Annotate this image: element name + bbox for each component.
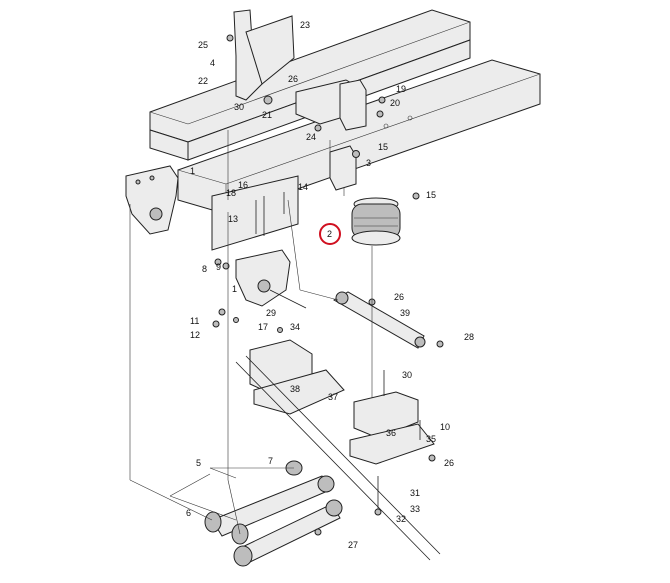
- callout-27: 27: [348, 540, 358, 550]
- callout-4: 4: [210, 58, 215, 68]
- callout-26-top: 26: [288, 74, 298, 84]
- callout-13: 13: [228, 214, 238, 224]
- radius-rod: [332, 291, 426, 349]
- callout-21: 21: [262, 110, 272, 120]
- callout-28-right: 28: [464, 332, 474, 342]
- callout-23: 23: [300, 20, 310, 30]
- callout-19: 19: [396, 84, 406, 94]
- callout-11: 11: [190, 316, 199, 326]
- fasteners: [212, 192, 444, 536]
- axle-seat-left: [249, 339, 345, 415]
- callout-3: 3: [366, 158, 371, 168]
- callout-15-top: 15: [378, 142, 388, 152]
- callout-34: 34: [290, 322, 300, 332]
- callout-1-left: 1: [190, 166, 195, 176]
- callout-32: 32: [396, 514, 406, 524]
- callout-26-mid: 26: [394, 292, 404, 302]
- callout-labels: 23 25 4 22 26 30 21 19 20 24 15 3 1 16 1…: [186, 20, 474, 550]
- callout-20: 20: [390, 98, 400, 108]
- callout-6: 6: [186, 508, 191, 518]
- callout-7: 7: [268, 456, 273, 466]
- callout-1-mid: 1: [232, 284, 237, 294]
- callout-26-low: 26: [444, 458, 454, 468]
- callout-22: 22: [198, 76, 208, 86]
- callout-39: 39: [400, 308, 410, 318]
- callout-29: 29: [266, 308, 276, 318]
- rear-hanger-assembly: [211, 175, 307, 309]
- callout-14: 14: [298, 182, 308, 192]
- callout-16: 16: [238, 180, 248, 190]
- front-hanger: [125, 165, 179, 235]
- air-spring-upper-bracket: [329, 145, 360, 191]
- axle-seat-right: [349, 391, 435, 465]
- callout-31: 31: [410, 488, 420, 498]
- callout-17: 17: [258, 322, 268, 332]
- lower-control-arms: [204, 460, 343, 567]
- callout-9: 9: [216, 262, 221, 272]
- callout-35: 35: [426, 434, 436, 444]
- callout-10: 10: [440, 422, 450, 432]
- callout-2: 2: [327, 229, 332, 239]
- upper-hanger-bracket: [226, 9, 295, 105]
- callout-24: 24: [306, 132, 316, 142]
- selected-part-highlight: [319, 223, 341, 245]
- callout-8: 8: [202, 264, 207, 274]
- callout-30-mid: 30: [402, 370, 412, 380]
- callout-18: 18: [226, 188, 236, 198]
- callout-33: 33: [410, 504, 420, 514]
- air-spring: [351, 197, 401, 246]
- callout-36: 36: [386, 428, 396, 438]
- axle-beam: [235, 355, 441, 561]
- callout-5: 5: [196, 458, 201, 468]
- callout-12: 12: [190, 330, 200, 340]
- callout-37: 37: [328, 392, 338, 402]
- center-bracket: [295, 79, 386, 132]
- leader-lines: [129, 130, 373, 535]
- callout-25: 25: [198, 40, 208, 50]
- callout-30-top: 30: [234, 102, 244, 112]
- callout-15-right: 15: [426, 190, 436, 200]
- callout-38: 38: [290, 384, 300, 394]
